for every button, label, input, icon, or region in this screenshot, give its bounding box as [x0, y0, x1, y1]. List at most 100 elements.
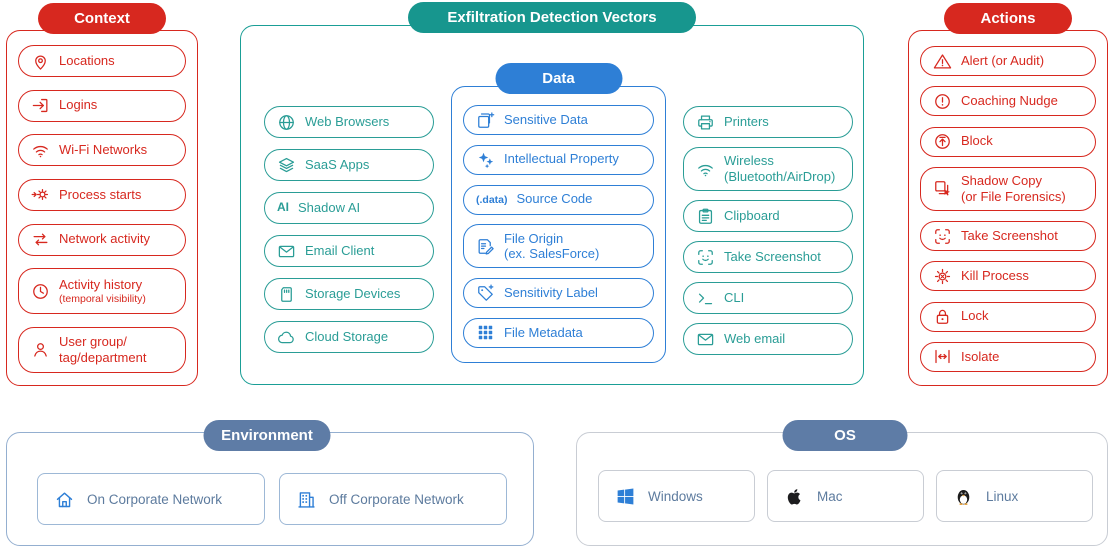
context-item-network-activity: Network activity: [18, 223, 186, 256]
data-panel: Data Sensitive Data Intellectual Propert…: [451, 63, 666, 363]
context-item-wifi-networks: Wi-Fi Networks: [18, 134, 186, 167]
actions-panel-title: Actions: [944, 3, 1072, 34]
environment-panel: On Corporate Network Off Corporate Netwo…: [6, 432, 534, 546]
vector-item-label: Cloud Storage: [305, 328, 389, 344]
clock-icon: [31, 282, 50, 301]
exfiltration-vectors-panel: Web Browsers SaaS Apps AI Shadow AI Emai…: [240, 25, 864, 385]
metadata-grid-icon: [476, 323, 495, 342]
data-item-source-code: (.data) Source Code: [463, 184, 654, 215]
context-panel: Locations Logins Wi-Fi Networks Process …: [6, 30, 198, 386]
shadow-copy-icon: [933, 179, 952, 198]
data-item-intellectual-property: Intellectual Property: [463, 144, 654, 175]
vector-item-cli: CLI: [683, 282, 853, 314]
cloud-icon: [277, 328, 296, 347]
coaching-nudge-icon: [933, 92, 952, 111]
action-item-label: Isolate: [961, 348, 1000, 364]
os-item-label: Windows: [648, 488, 703, 504]
vector-item-label: SaaS Apps: [305, 156, 370, 172]
vector-item-label: Web Browsers: [305, 113, 390, 129]
vector-item-web-browsers: Web Browsers: [264, 106, 434, 138]
action-item-label: Take Screenshot: [961, 227, 1058, 243]
login-icon: [31, 96, 50, 115]
context-item-label: Process starts: [59, 186, 142, 202]
data-item-label: Source Code: [516, 191, 593, 207]
web-email-icon: [696, 330, 715, 349]
context-item-logins: Logins: [18, 89, 186, 122]
wireless-icon: [696, 160, 715, 179]
os-panel-title: OS: [782, 420, 908, 451]
vector-item-email-client: Email Client: [264, 235, 434, 267]
vector-item-label: Take Screenshot: [724, 248, 821, 264]
printer-icon: [696, 113, 715, 132]
vector-item-label: CLI: [724, 289, 745, 305]
context-item-label: Locations: [59, 52, 115, 68]
data-panel-title: Data: [495, 63, 622, 94]
egress-column: Printers Wireless (Bluetooth/AirDrop) Cl…: [683, 106, 853, 355]
screenshot-icon: [933, 227, 952, 246]
vector-item-wireless: Wireless (Bluetooth/AirDrop): [683, 147, 853, 191]
context-item-locations: Locations: [18, 45, 186, 77]
data-item-label: File Metadata: [504, 324, 583, 340]
isolate-icon: [933, 347, 952, 366]
apple-logo-icon: [784, 486, 805, 507]
envelope-icon: [277, 242, 296, 261]
screenshot-icon: [696, 248, 715, 267]
channels-column: Web Browsers SaaS Apps AI Shadow AI Emai…: [264, 106, 434, 353]
action-item-shadow-copy: Shadow Copy (or File Forensics): [920, 166, 1096, 211]
actions-list: Alert (or Audit) Coaching Nudge Block Sh…: [909, 31, 1107, 385]
data-item-sensitivity-label: Sensitivity Label: [463, 278, 654, 309]
user-icon: [31, 340, 50, 359]
context-panel-title: Context: [38, 3, 166, 34]
vector-item-clipboard: Clipboard: [683, 200, 853, 232]
data-item-file-metadata: File Metadata: [463, 317, 654, 348]
environment-item-label: Off Corporate Network: [329, 491, 464, 507]
context-list: Locations Logins Wi-Fi Networks Process …: [7, 31, 197, 385]
action-item-label: Shadow Copy (or File Forensics): [961, 173, 1066, 204]
data-item-file-origin: File Origin (ex. SalesForce): [463, 224, 654, 269]
context-item-user-group: User group/ tag/department: [18, 326, 186, 373]
linux-tux-icon: [953, 486, 974, 507]
clipboard-icon: [696, 207, 715, 226]
house-icon: [54, 489, 75, 510]
vector-item-label: Wireless (Bluetooth/AirDrop): [724, 153, 836, 184]
action-item-block: Block: [920, 126, 1096, 157]
action-item-kill-process: Kill Process: [920, 261, 1096, 292]
action-item-label: Block: [961, 133, 993, 149]
context-item-process-starts: Process starts: [18, 178, 186, 211]
action-item-label: Coaching Nudge: [961, 92, 1058, 108]
data-item-label: Sensitive Data: [504, 111, 588, 127]
action-item-alert: Alert (or Audit): [920, 46, 1096, 76]
context-item-label: Network activity: [59, 231, 151, 247]
action-item-label: Lock: [961, 308, 989, 324]
os-item-linux: Linux: [936, 470, 1093, 522]
storage-device-icon: [277, 285, 296, 304]
data-list: Sensitive Data Intellectual Property (.d…: [463, 105, 654, 348]
exfiltration-vectors-title: Exfiltration Detection Vectors: [408, 2, 696, 33]
kill-process-icon: [933, 267, 952, 286]
action-item-label: Kill Process: [961, 267, 1029, 283]
os-item-mac: Mac: [767, 470, 924, 522]
network-activity-icon: [31, 230, 50, 249]
process-start-icon: [31, 185, 50, 204]
label-tag-icon: [476, 284, 495, 303]
vector-item-storage-devices: Storage Devices: [264, 278, 434, 310]
action-item-take-screenshot: Take Screenshot: [920, 221, 1096, 252]
actions-panel: Alert (or Audit) Coaching Nudge Block Sh…: [908, 30, 1108, 386]
vector-item-web-email: Web email: [683, 323, 853, 355]
data-item-label: File Origin (ex. SalesForce): [504, 230, 600, 262]
vector-item-take-screenshot: Take Screenshot: [683, 241, 853, 273]
environment-item-label: On Corporate Network: [87, 491, 223, 507]
vector-item-saas-apps: SaaS Apps: [264, 149, 434, 181]
action-item-label: Alert (or Audit): [961, 52, 1045, 68]
alert-triangle-icon: [933, 52, 952, 71]
sparkles-icon: [476, 150, 495, 169]
action-item-isolate: Isolate: [920, 341, 1096, 372]
wifi-icon: [31, 141, 50, 160]
action-item-lock: Lock: [920, 301, 1096, 332]
context-item-label: Wi-Fi Networks: [59, 141, 148, 157]
vector-item-label: Email Client: [305, 242, 375, 258]
vector-item-label: Printers: [724, 113, 769, 129]
data-item-sensitive-data: Sensitive Data: [463, 105, 654, 135]
windows-logo-icon: [615, 486, 636, 507]
vector-item-label: Shadow AI: [298, 199, 361, 215]
